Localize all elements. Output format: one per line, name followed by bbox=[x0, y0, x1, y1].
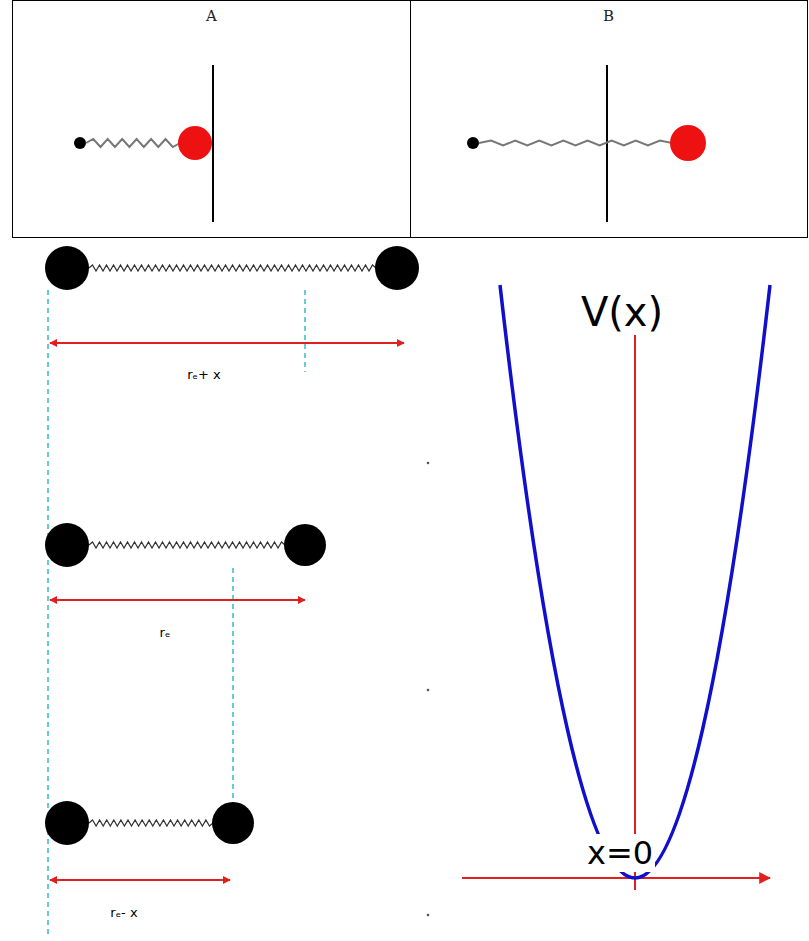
small-mass bbox=[74, 137, 86, 149]
panel-letter: A bbox=[13, 7, 410, 25]
spring-coil bbox=[479, 141, 672, 146]
axis-label: V(x) bbox=[579, 289, 665, 335]
spring bbox=[89, 820, 213, 826]
panel: B bbox=[410, 0, 808, 238]
spring bbox=[89, 542, 285, 548]
distance-label: rₑ+ x bbox=[187, 367, 220, 382]
origin-label: x=0 bbox=[585, 834, 655, 872]
spring-coil bbox=[89, 542, 285, 548]
distance-label: rₑ- x bbox=[110, 905, 137, 920]
spring bbox=[89, 265, 376, 271]
small-mass bbox=[467, 137, 479, 149]
distance-label: rₑ bbox=[160, 625, 171, 640]
wall-line bbox=[212, 65, 214, 222]
panel-letter: B bbox=[410, 7, 807, 25]
spring-coil bbox=[89, 265, 376, 271]
red-mass bbox=[178, 126, 212, 160]
spring-coil bbox=[86, 139, 180, 147]
panel: A bbox=[12, 0, 411, 238]
spring bbox=[479, 141, 672, 146]
atoms bbox=[45, 246, 419, 845]
guide-lines bbox=[48, 290, 305, 935]
spring-coil bbox=[89, 820, 213, 826]
distance-arrows bbox=[50, 343, 404, 880]
dots bbox=[427, 462, 430, 917]
spring bbox=[86, 139, 180, 147]
potential-plot bbox=[462, 285, 770, 890]
red-mass bbox=[670, 125, 706, 161]
